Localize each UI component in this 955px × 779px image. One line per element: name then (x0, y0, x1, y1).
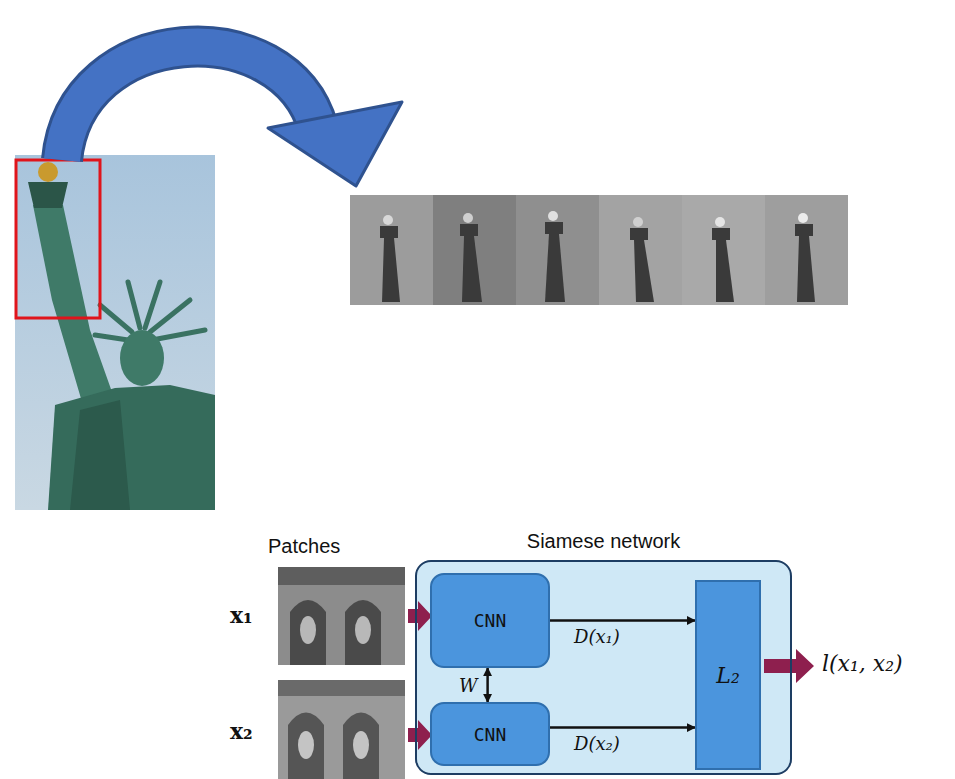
patch-arch (345, 600, 381, 665)
curved-arrow (62, 47, 402, 186)
head (120, 330, 164, 386)
connector-arrow (550, 726, 695, 729)
crop-box (16, 160, 100, 318)
patch-arch (288, 713, 324, 779)
edge-label: D(x₂) (572, 733, 622, 754)
shape (462, 236, 482, 302)
shape (100, 305, 132, 332)
edge-label: D(x₁) (572, 626, 622, 647)
shape (145, 282, 160, 328)
edge-label: W (457, 675, 480, 696)
patch-figure (300, 616, 316, 644)
cnn-box: CNN (430, 702, 550, 766)
shape (634, 240, 654, 302)
shape (715, 217, 725, 227)
shape (797, 236, 815, 302)
arrow-head (268, 102, 402, 186)
shape (460, 224, 478, 236)
connector-arrow (550, 619, 695, 622)
robe-fold (70, 400, 130, 510)
l2-distance-box: L₂ (695, 580, 761, 770)
shape (548, 211, 558, 221)
shape (630, 228, 648, 240)
shape (633, 217, 643, 227)
connector-arrow (486, 668, 489, 702)
box-label: CNN (474, 724, 507, 745)
shape (545, 234, 565, 302)
patch-band (278, 567, 405, 585)
patch-arch (290, 600, 326, 665)
shape (712, 217, 734, 302)
shape (380, 226, 398, 238)
patch-band (278, 680, 405, 696)
torch-cup (28, 182, 68, 208)
output-arrow (764, 649, 814, 683)
input-patch-1 (278, 567, 405, 665)
patch-tile (516, 195, 599, 305)
patch-figure (355, 616, 371, 644)
patch-tile (765, 195, 848, 305)
patch-tile (350, 195, 433, 305)
shape (463, 213, 473, 223)
crown-spikes (95, 282, 205, 340)
patch-ground (278, 680, 405, 779)
patch-tile (433, 195, 516, 305)
patch-arch (343, 713, 379, 779)
shape (380, 215, 400, 302)
shape (798, 213, 808, 223)
shape (128, 282, 140, 328)
statue-photo (15, 155, 215, 510)
patch-tile (682, 195, 765, 305)
input-arrow (408, 601, 432, 631)
shape (712, 228, 730, 240)
shape (150, 300, 190, 332)
shape (630, 217, 654, 302)
shape (382, 238, 400, 302)
body (48, 385, 215, 510)
output-symbol: l(x₁, x₂) (822, 651, 903, 676)
arrow-body (62, 47, 318, 160)
shape (95, 335, 128, 340)
patch-ground (278, 567, 405, 665)
arrow-outline (62, 47, 318, 160)
input-patch-2 (278, 680, 405, 779)
sky (15, 155, 215, 510)
shape (545, 222, 563, 234)
shape (383, 215, 393, 225)
shape (545, 211, 565, 302)
shape (795, 213, 815, 302)
input-arrow (408, 720, 432, 750)
box-label: CNN (474, 610, 507, 631)
shape (460, 213, 482, 302)
patch-figure (298, 731, 314, 759)
shape (795, 224, 813, 236)
torch-flame (38, 162, 58, 182)
patches-label: Patches (268, 535, 340, 558)
input-symbol: x₂ (230, 718, 253, 744)
patch-tile (599, 195, 682, 305)
network-heading: Siamese network (417, 530, 790, 553)
box-label: L₂ (716, 663, 739, 688)
input-symbol: x₁ (230, 602, 253, 628)
shape (716, 240, 734, 302)
siamese-fill (416, 561, 791, 774)
cnn-box: CNN (430, 573, 550, 668)
patch-strip (350, 195, 848, 305)
patch-figure (353, 731, 369, 759)
torch-shapes (380, 211, 815, 302)
shape (152, 330, 205, 340)
